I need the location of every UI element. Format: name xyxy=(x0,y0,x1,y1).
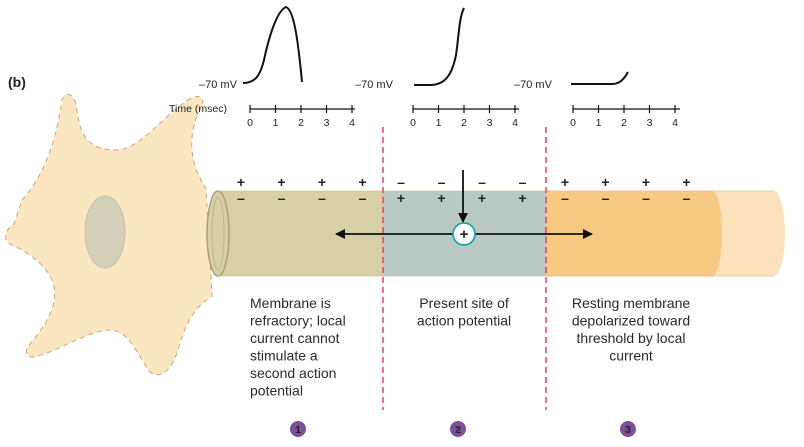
graph-3-depolarizing-trace xyxy=(571,71,629,85)
membrane-charge-sign: – xyxy=(397,174,405,190)
axis-tick-label: 2 xyxy=(461,117,467,129)
step-badge-2 xyxy=(450,421,466,437)
axon-end-cap xyxy=(763,191,785,276)
step-badge-1 xyxy=(290,421,306,437)
step-badge-number: 1 xyxy=(295,424,301,436)
axis-tick-label: 0 xyxy=(247,117,253,129)
membrane-charge-sign: + xyxy=(237,174,245,190)
membrane-charge-sign: + xyxy=(277,174,285,190)
membrane-charge-sign: – xyxy=(602,190,610,206)
membrane-charge-sign: + xyxy=(682,174,690,190)
graph-3-mv-label: –70 mV xyxy=(514,79,553,91)
axis-tick-label: 0 xyxy=(570,117,576,129)
axis-tick-label: 4 xyxy=(349,117,355,129)
membrane-charge-sign: + xyxy=(437,190,445,206)
membrane-charge-sign: + xyxy=(601,174,609,190)
graph-2-mv-label: –70 mV xyxy=(355,79,394,91)
membrane-charge-sign: + xyxy=(478,190,486,206)
step-badge-3 xyxy=(620,421,636,437)
graph-1-action-potential-trace xyxy=(242,5,303,84)
axon-resting-segment-cap xyxy=(702,191,722,276)
membrane-charges: ++++––––––––++++++++–––– xyxy=(237,174,691,206)
axis-tick-label: 4 xyxy=(512,117,518,129)
axis-tick-label: 1 xyxy=(273,117,279,129)
step-badge-number: 3 xyxy=(625,424,631,436)
membrane-charge-sign: – xyxy=(278,190,286,206)
membrane-charge-sign: – xyxy=(642,190,650,206)
membrane-charge-sign: – xyxy=(318,190,326,206)
axis-tick-label: 3 xyxy=(647,117,653,129)
membrane-charge-sign: + xyxy=(642,174,650,190)
membrane-charge-sign: + xyxy=(397,190,405,206)
membrane-charge-sign: + xyxy=(518,190,526,206)
membrane-charge-sign: – xyxy=(359,190,367,206)
positive-charge-symbol: + xyxy=(460,226,469,243)
membrane-charge-sign: – xyxy=(478,174,486,190)
axon-opening-inner xyxy=(211,197,225,270)
graph-1: –70 mV Time (msec) 0 1 2 3 4 xyxy=(169,5,355,129)
graph-1-time-label: Time (msec) xyxy=(169,103,227,115)
membrane-charge-sign: – xyxy=(683,190,691,206)
axis-tick-label: 3 xyxy=(487,117,493,129)
graph-2-rising-trace xyxy=(414,7,465,86)
positive-charge-icon xyxy=(452,222,476,246)
axis-tick-label: 4 xyxy=(672,117,678,129)
membrane-charge-sign: – xyxy=(438,174,446,190)
membrane-charge-sign: – xyxy=(561,190,569,206)
membrane-charge-sign: + xyxy=(561,174,569,190)
panel-label: (b) xyxy=(8,74,26,90)
membrane-charge-sign: – xyxy=(519,174,527,190)
graph-3: –70 mV 0 1 2 3 4 xyxy=(514,71,680,129)
axis-tick-label: 2 xyxy=(621,117,627,129)
axis-tick-label: 1 xyxy=(596,117,602,129)
neuron-nucleus xyxy=(84,195,126,269)
axis-tick-label: 1 xyxy=(436,117,442,129)
axis-tick-label: 0 xyxy=(410,117,416,129)
membrane-charge-sign: + xyxy=(318,174,326,190)
axon-opening xyxy=(206,190,230,277)
axis-tick-label: 3 xyxy=(324,117,330,129)
membrane-charge-sign: + xyxy=(358,174,366,190)
membrane-charge-sign: – xyxy=(237,190,245,206)
axis-tick-label: 2 xyxy=(298,117,304,129)
graph-2: –70 mV 0 1 2 3 4 xyxy=(355,7,519,129)
graph-1-mv-label: –70 mV xyxy=(199,79,238,91)
step-badges: 1 2 3 xyxy=(290,421,636,437)
step-badge-number: 2 xyxy=(455,424,461,436)
